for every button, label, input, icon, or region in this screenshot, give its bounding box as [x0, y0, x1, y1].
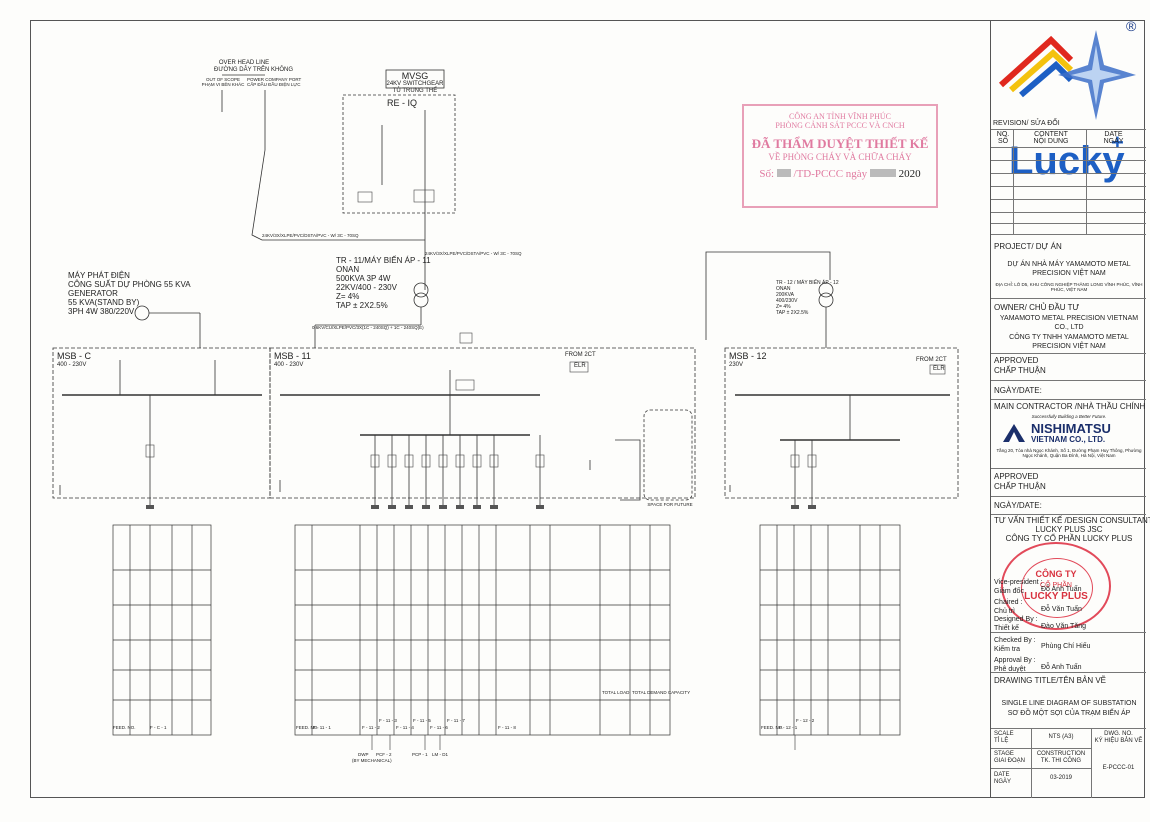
people-role-1: Chaired :Chủ trì — [994, 599, 1023, 615]
pump-pcf2: PCF - 2 — [376, 752, 392, 757]
lucky-plus-logo-icon — [998, 30, 1136, 120]
feeder-f11-1: F - 11 - 1 — [313, 725, 331, 730]
msb-c-label: MSB - C — [57, 351, 92, 361]
drawing-title-en: SINGLE LINE DIAGRAM OF SUBSTATION — [1001, 700, 1137, 707]
msb-c-voltage: 400 - 230V — [57, 362, 87, 368]
owner-name-en: YAMAMOTO METAL PRECISION VIETNAM CO., LT… — [999, 315, 1139, 331]
feeder-fc1: F - C - 1 — [150, 725, 167, 730]
owner-name-vn: CÔNG TY TNHH YAMAMOTO METAL PRECISION VI… — [1009, 334, 1129, 350]
msb-12-voltage: 230V — [729, 362, 744, 368]
date-value: 03-2019 — [1049, 775, 1073, 781]
pump-lmd1: LM - D1 — [432, 752, 449, 757]
pump-note: (BY MECHANICAL) — [352, 758, 392, 763]
re-iq-label: RE - IQ — [386, 98, 417, 108]
drawing-frame — [30, 20, 1145, 798]
msb-11-voltage: 400 - 230V — [274, 362, 304, 368]
feeder-f11-7: F - 11 - 7 — [447, 718, 465, 723]
contractor-label: MAIN CONTRACTOR /NHÀ THẦU CHÍNH — [994, 402, 1146, 411]
feeder-f11-2: F - 11 - 2 — [362, 725, 380, 730]
people-role-4: Approval By :Phê duyệt — [994, 657, 1036, 673]
lucky-logo-plus: + — [1111, 130, 1124, 155]
people-role-2: Designed By :Thiết kế — [994, 616, 1038, 632]
drawing-title-vn: SƠ ĐỒ MỘT SỢI CỦA TRẠM BIẾN ÁP — [1007, 710, 1131, 717]
from-2ct-label: FROM 2CT — [565, 352, 596, 358]
msb-11-label: MSB - 11 — [274, 351, 311, 361]
feeder-f11-5: F - 11 - 5 — [413, 718, 431, 723]
people-name-3: Phùng Chí Hiếu — [1041, 643, 1091, 650]
feeder-f11-6: F - 11 - 6 — [430, 725, 448, 730]
feeder-f11-3: F - 11 - 3 — [379, 718, 397, 723]
dwg-no-value: E-PCCC-01 — [1102, 765, 1135, 771]
revision-no: NO.SỐ — [996, 131, 1010, 145]
pump-dwp: DWP — [358, 752, 369, 757]
approved-en-1: APPROVED — [994, 356, 1039, 365]
contractor-name-1: NISHIMATSU — [1031, 421, 1111, 436]
date-label-1: NGÀY/DATE: — [994, 386, 1042, 395]
drawing-title-label: DRAWING TITLE/TÊN BẢN VẼ — [994, 676, 1107, 685]
feeder-f11-8: F - 11 - 8 — [498, 725, 516, 730]
hv-cable-label-2: 24KV/3X/XLPE/PVC/DSTA/PVC - W/ 3C - 70SQ — [425, 251, 522, 256]
project-name: DỰ ÁN NHÀ MÁY YAMAMOTO METAL PRECISION V… — [1007, 261, 1131, 277]
pump-pcp1: PCP - 1 — [412, 752, 428, 757]
contractor-address: Tầng 20, Tòa nhà Ngọc Khánh, Số 1, Đường… — [996, 448, 1142, 458]
people-role-0: Vice-president :Giám đốc — [994, 579, 1043, 595]
feed-no-label-3: FEED. NO. — [761, 725, 784, 730]
people-name-0: Đỗ Anh Tuấn — [1041, 586, 1082, 593]
project-address: ĐỊA CHỈ: LÔ D5, KHU CÔNG NGHIỆP THĂNG LO… — [995, 282, 1143, 292]
revision-header: REVISION/ SỬA ĐỔI — [993, 120, 1060, 127]
owner-label: OWNER/ CHỦ ĐẦU TƯ — [994, 303, 1080, 312]
people-name-2: Đào Văn Tăng — [1041, 623, 1087, 630]
consultant-label: TƯ VẤN THIẾT KẾ /DESIGN CONSULTANT — [994, 516, 1150, 525]
company-seal-icon: CÔNG TY CỔ PHẦN LUCKY PLUS — [1001, 542, 1111, 630]
nishimatsu-logo-icon — [1003, 424, 1025, 442]
elr-label: ELR — [574, 363, 586, 369]
msb-12-label: MSB - 12 — [729, 351, 767, 361]
feed-no-label-2: FEED. NO. — [296, 725, 319, 730]
project-label: PROJECT/ DỰ ÁN — [994, 242, 1062, 251]
fire-approval-stamp: CÔNG AN TỈNH VĨNH PHÚC PHÒNG CẢNH SÁT PC… — [742, 104, 938, 208]
feeder-f11-4: F - 11 - 4 — [396, 725, 414, 730]
elr-label-2: ELR — [933, 366, 945, 372]
hv-cable-label: 24KV/3X/XLPE/PVC/DSTA/PVC - W/ 3C - 70SQ — [262, 233, 359, 238]
lv-cable-label: 0.6KV/CU/XLPE/PVC/3X(1C - 240SQ) + 1C - … — [312, 325, 424, 330]
future-space-label: SPACE FOR FUTURE — [647, 502, 693, 507]
title-block: ® Lucky + REVISION/ SỬA ĐỔI NO.SỐ CONTEN… — [990, 18, 1150, 798]
scale-value: NTS (A3) — [1048, 734, 1074, 740]
registered-mark: ® — [1126, 18, 1137, 34]
total-load-label: TOTAL LOAD — [602, 690, 630, 695]
people-name-4: Đỗ Anh Tuấn — [1041, 664, 1082, 671]
consultant-name-en: LUCKY PLUS JSC — [1035, 525, 1103, 534]
approved-vn-2: CHẤP THUẬN — [994, 482, 1046, 491]
people-role-3: Checked By :Kiểm tra — [994, 637, 1036, 653]
feed-no-label: FEED. NO. — [113, 725, 136, 730]
mvsg-title: MVSG — [401, 71, 429, 81]
people-name-1: Đỗ Văn Tuấn — [1041, 606, 1082, 613]
contractor-tagline: Successfully Building a Better Future. — [1031, 414, 1107, 419]
consultant-name-vn: CÔNG TY CỔ PHẦN LUCKY PLUS — [1005, 534, 1133, 543]
from-2ct-label-2: FROM 2CT — [916, 357, 947, 363]
total-demand-label: TOTAL DEMAND CAPACITY — [632, 690, 691, 695]
contractor-name-2: VIETNAM CO., LTD. — [1031, 435, 1106, 444]
approved-en-2: APPROVED — [994, 472, 1039, 481]
feeder-f12-1: F - 12 - 1 — [779, 725, 798, 730]
approved-vn-1: CHẤP THUẬN — [994, 366, 1046, 375]
feeder-f12-2: F - 12 - 2 — [796, 718, 815, 723]
single-line-diagram — [52, 69, 959, 750]
date-label-2: NGÀY/DATE: — [994, 501, 1042, 510]
dwg-no-label: DWG. NO.KÝ HIỆU BẢN VẼ — [1094, 731, 1143, 744]
